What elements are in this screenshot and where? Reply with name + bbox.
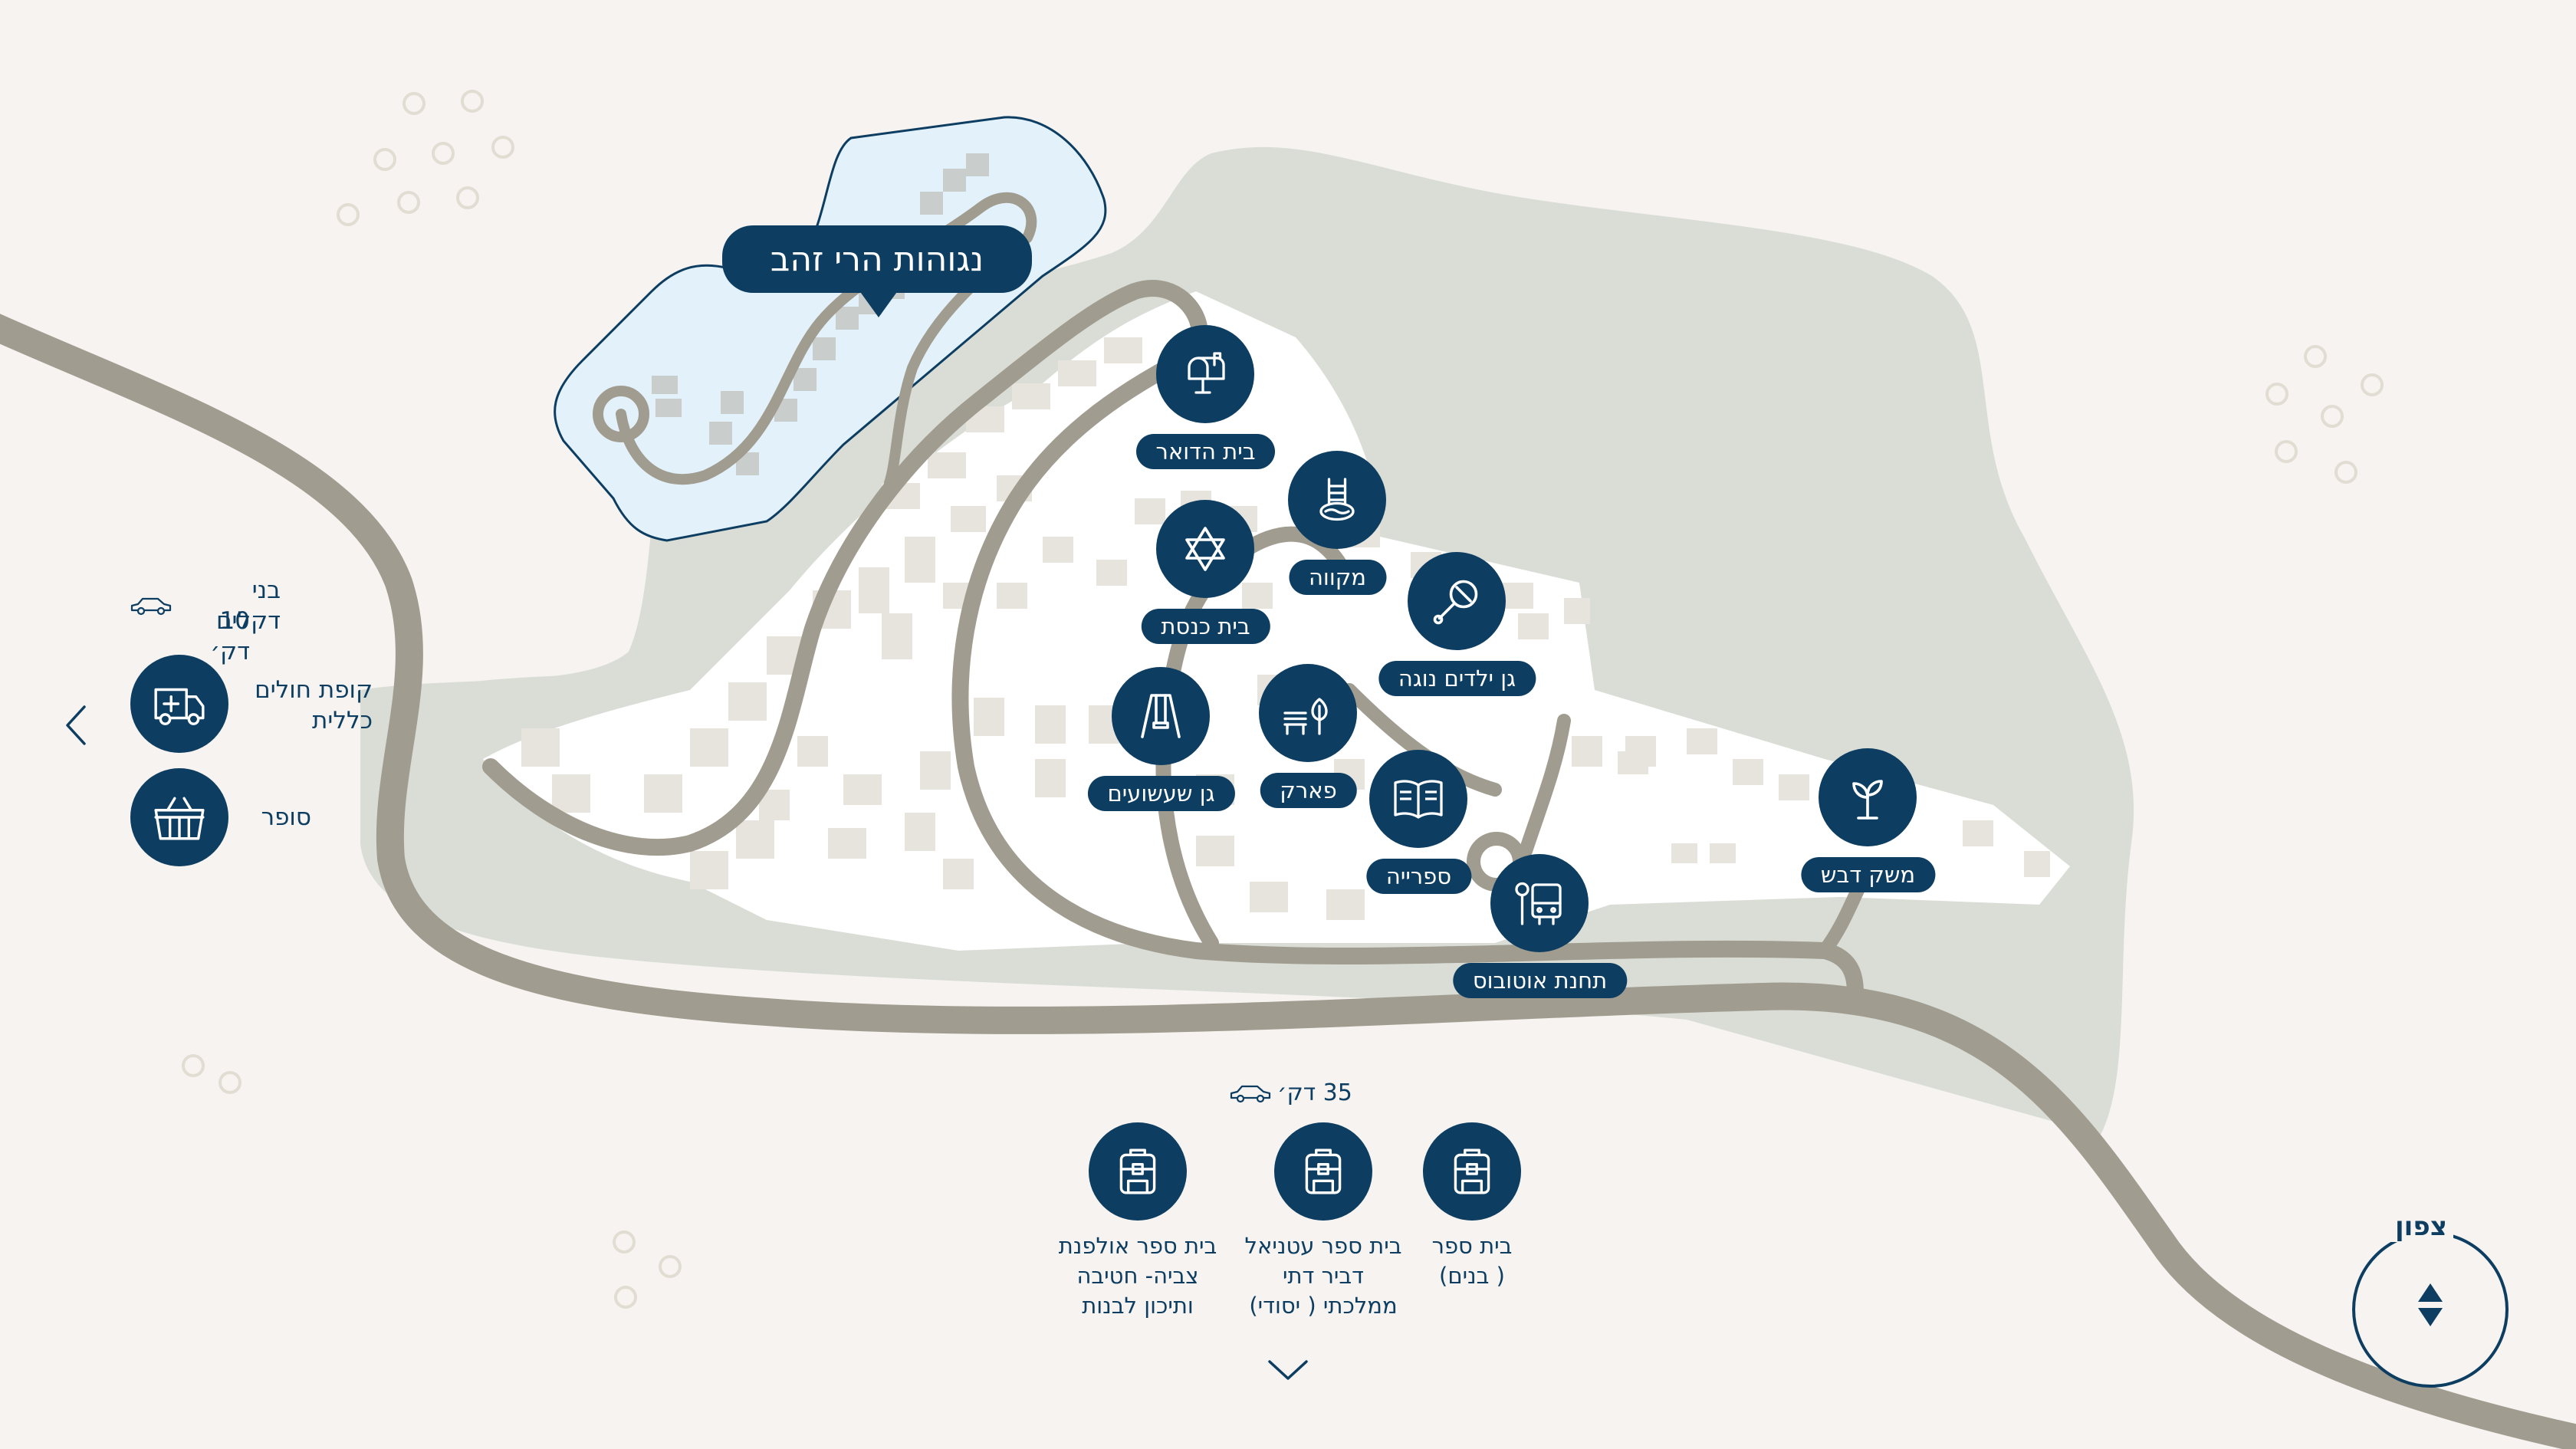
main-road	[0, 314, 2576, 1449]
school-label: בית ספר אולפנת צביה- חטיבה ותיכון לבנות	[1058, 1233, 1217, 1319]
poi-label: תחנת אוטובוס	[1452, 963, 1628, 998]
poi-playground[interactable]: גן שעשועים	[1087, 667, 1235, 811]
west-clinic-label: קופת חולים כללית	[255, 676, 373, 734]
backpack-icon[interactable]	[1423, 1122, 1521, 1221]
bench-tree-icon	[1259, 664, 1357, 762]
sprout-icon	[1819, 748, 1917, 846]
west-destination: בני דקלים	[215, 577, 281, 635]
west-drive-time: 10 דק׳	[210, 607, 250, 665]
ambulance-icon[interactable]	[130, 655, 228, 753]
open-book-icon	[1369, 750, 1467, 848]
poi-label: ספרייה	[1365, 859, 1472, 894]
poi-mikveh[interactable]: מקווה	[1288, 451, 1387, 595]
backpack-icon[interactable]	[1274, 1122, 1372, 1221]
shopping-basket-icon[interactable]	[130, 768, 228, 866]
north-arrow-icon	[2418, 1283, 2443, 1326]
rattle-icon	[1408, 552, 1506, 650]
star-of-david-icon	[1156, 500, 1254, 598]
poi-bus-station[interactable]: תחנת אוטובוס	[1452, 854, 1628, 998]
school-label: בית ספר עטניאל דביר דתי ממלכתי ( יסודי)	[1244, 1233, 1402, 1319]
neighbourhood-label: נגוהות הרי זהב	[722, 225, 1032, 293]
mailbox-icon	[1156, 325, 1254, 423]
car-icon	[130, 597, 172, 616]
chevron-left-icon[interactable]	[64, 704, 87, 747]
poi-park[interactable]: פארק	[1259, 664, 1357, 808]
west-market-label: סופר	[261, 803, 311, 831]
decorative-dots	[182, 90, 2384, 1309]
poi-label: פארק	[1260, 773, 1357, 808]
poi-label: משק דבש	[1800, 857, 1936, 892]
poi-label: גן שעשועים	[1087, 776, 1235, 811]
poi-label: בית כנסת	[1141, 609, 1270, 644]
car-icon	[1230, 1085, 1271, 1103]
poi-label: גן ילדים נוגה	[1378, 661, 1536, 696]
poi-library[interactable]: ספרייה	[1365, 750, 1472, 894]
school-label: בית ספר ( בנים)	[1431, 1233, 1513, 1289]
compass-label: צפון	[2389, 1211, 2453, 1242]
mikveh-icon	[1288, 451, 1386, 549]
chevron-down-icon[interactable]	[1267, 1359, 1309, 1382]
compass	[2352, 1231, 2509, 1388]
poi-synagogue[interactable]: בית כנסת	[1141, 500, 1270, 644]
poi-label: מקווה	[1288, 560, 1387, 595]
backpack-icon[interactable]	[1089, 1122, 1187, 1221]
highlight-street	[616, 192, 1037, 488]
poi-post-office[interactable]: בית הדואר	[1135, 325, 1276, 469]
south-drive-time: 35 דק׳	[1277, 1079, 1352, 1106]
poi-label: בית הדואר	[1135, 434, 1276, 469]
swing-icon	[1112, 667, 1210, 765]
neighbourhood-label-pointer	[859, 290, 899, 317]
bus-stop-icon	[1490, 854, 1589, 952]
